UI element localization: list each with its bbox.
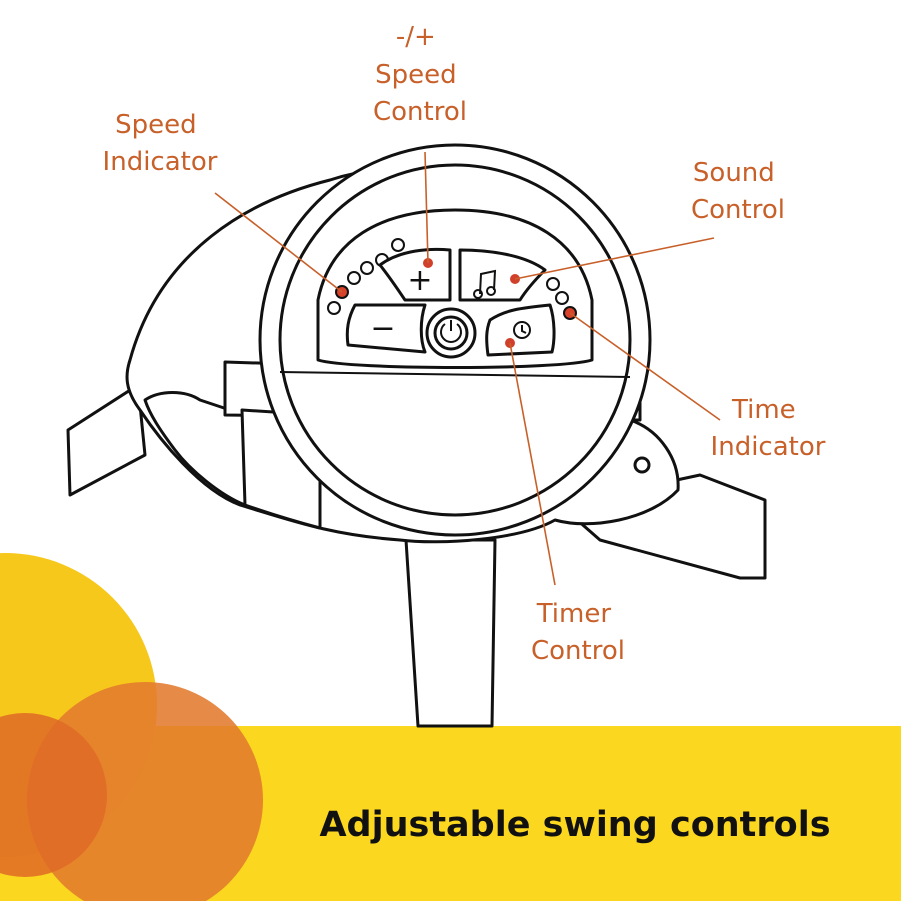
timer-control-label: Timer Control xyxy=(531,599,625,666)
power-icon xyxy=(440,320,462,343)
speed-indicator-label: Speed Indicator xyxy=(103,110,218,177)
timer-control-button[interactable] xyxy=(485,303,556,357)
minus-icon: − xyxy=(370,311,395,346)
power-button[interactable] xyxy=(425,307,477,359)
speed-minus-button[interactable]: − xyxy=(345,303,427,354)
time-indicator-label: Time Indicator xyxy=(711,395,826,462)
plus-icon: + xyxy=(407,263,432,298)
music-note-icon xyxy=(473,269,497,299)
sound-control-label: Sound Control xyxy=(691,158,785,225)
stand-legs xyxy=(404,538,497,728)
leader-lines xyxy=(214,151,721,586)
caption: Adjustable swing controls xyxy=(319,805,830,845)
left-arm xyxy=(66,383,147,497)
clock-icon xyxy=(513,321,531,339)
control-panel: + − xyxy=(316,208,594,369)
orange-circle-overlap xyxy=(0,713,107,877)
speed-control-label: -/+ Speed Control xyxy=(373,22,467,127)
sound-control-button[interactable] xyxy=(458,248,547,302)
